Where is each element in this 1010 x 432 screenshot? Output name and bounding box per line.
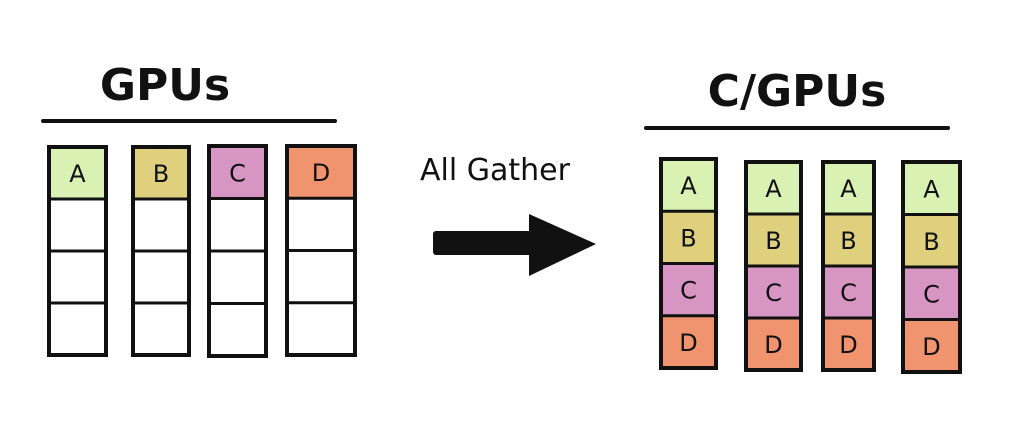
shard-cell (746, 162, 801, 214)
cell-label: B (923, 228, 939, 256)
shard-cell (823, 318, 874, 370)
empty-cell (209, 251, 266, 304)
shard-cell (903, 162, 960, 215)
cell-label: C (765, 279, 782, 307)
gpu-column: B (131, 145, 191, 357)
cell-label: A (69, 160, 86, 188)
shard-cell (49, 147, 106, 199)
cell-label: C (840, 279, 857, 307)
cell-label: D (764, 331, 782, 359)
cell-label: A (840, 175, 857, 203)
empty-cell (287, 302, 355, 355)
left-gpu-columns: A B C D (47, 144, 357, 358)
shard-cell (661, 263, 716, 316)
empty-cell (133, 303, 189, 355)
shard-cell (661, 211, 716, 264)
right-title: C/GPUs (708, 66, 887, 117)
cell-label: D (922, 333, 940, 361)
shard-cell (287, 146, 355, 199)
cell-label: C (229, 159, 246, 187)
cell-label: B (765, 227, 781, 255)
empty-cell (49, 303, 106, 355)
shard-cell (823, 162, 874, 214)
arrow-icon (433, 214, 596, 276)
empty-cell (287, 198, 355, 251)
left-panel: GPUs A B C D (41, 60, 357, 358)
shard-cell (746, 266, 801, 318)
cell-label: D (839, 331, 857, 359)
cell-label: D (679, 329, 697, 357)
shard-cell (661, 315, 716, 368)
shard-cell (903, 267, 960, 320)
shard-cell (746, 214, 801, 266)
shard-cell (823, 214, 874, 266)
gpu-column: A (47, 145, 108, 357)
shard-cell (903, 319, 960, 372)
shard-cell (746, 318, 801, 370)
shard-cell (133, 147, 189, 199)
cell-label: A (765, 175, 782, 203)
empty-cell (287, 250, 355, 303)
empty-cell (49, 199, 106, 251)
empty-cell (49, 251, 106, 303)
empty-cell (209, 198, 266, 251)
cell-label: A (680, 172, 697, 200)
cell-label: B (840, 227, 856, 255)
shard-cell (209, 146, 266, 199)
operation-label: All Gather (420, 153, 571, 188)
cell-label: D (312, 159, 330, 187)
cell-label: C (680, 277, 697, 305)
empty-cell (133, 251, 189, 303)
gpu-column: C (207, 144, 268, 358)
shard-cell (661, 159, 716, 212)
left-title: GPUs (100, 60, 230, 111)
operation-group: All Gather (420, 153, 596, 276)
shard-cell (823, 266, 874, 318)
cell-label: A (923, 175, 940, 203)
gpu-column: D (285, 144, 357, 357)
empty-cell (133, 199, 189, 251)
empty-cell (209, 303, 266, 356)
cell-label: B (153, 160, 169, 188)
shard-cell (903, 214, 960, 267)
cell-label: B (680, 224, 696, 252)
cell-label: C (923, 280, 940, 308)
